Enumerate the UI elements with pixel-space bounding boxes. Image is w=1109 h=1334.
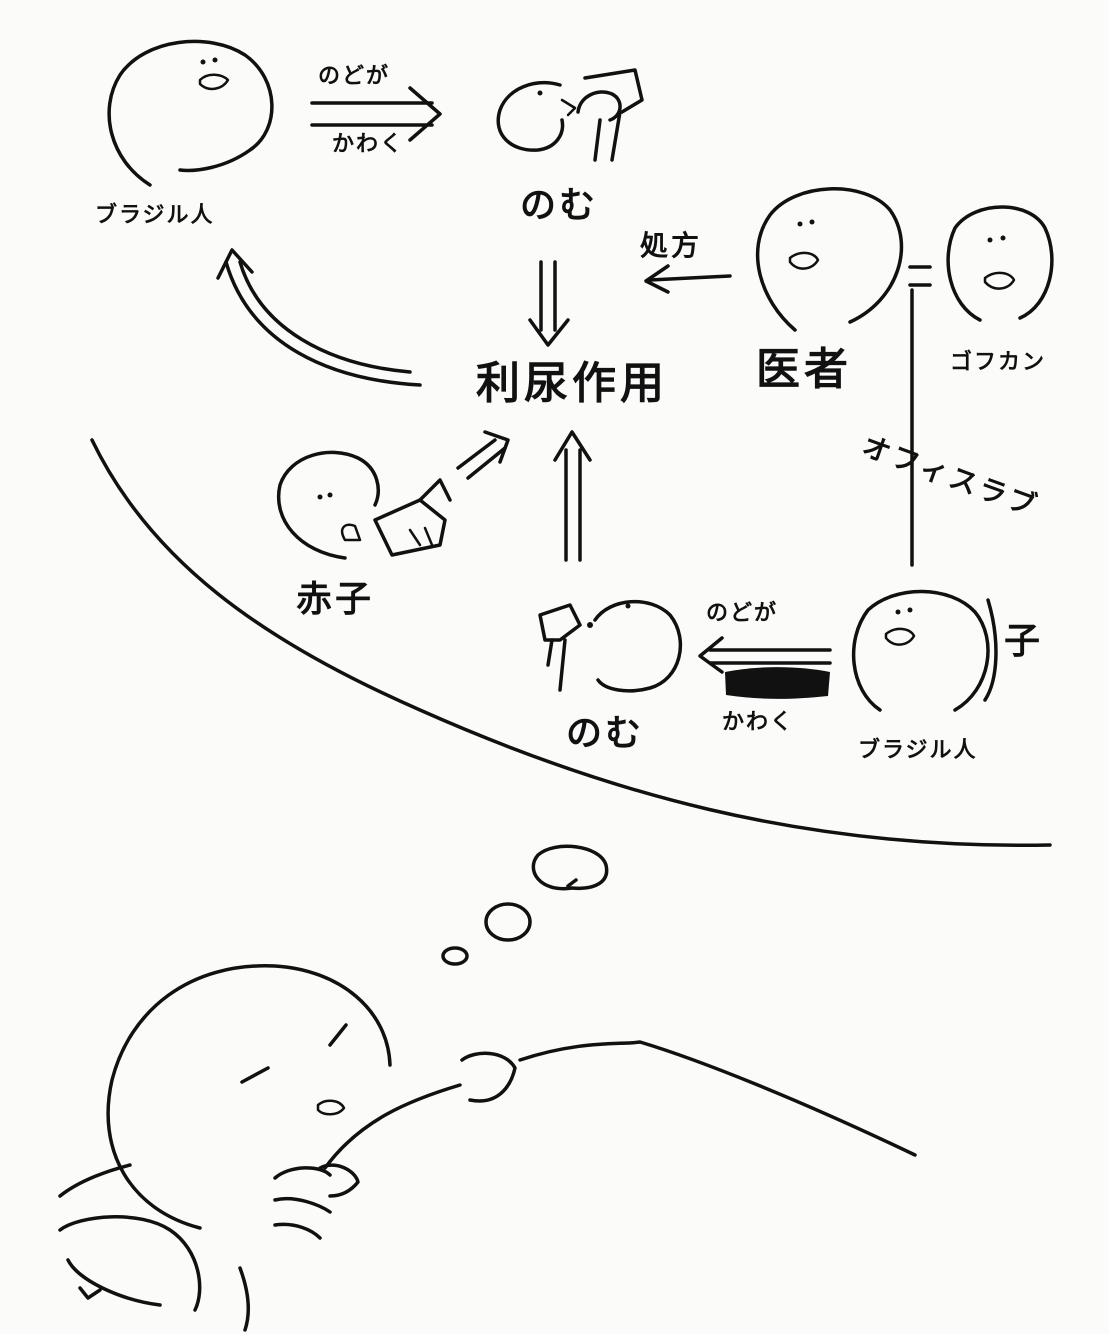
diuretic-label: 利尿作用 bbox=[476, 358, 668, 409]
bottom-arrow-lower-label: かわく bbox=[722, 710, 795, 735]
bottom-person-label: ブラジル人 bbox=[858, 738, 978, 763]
gofukan-head bbox=[946, 205, 1054, 322]
top-person-label: ブラジル人 bbox=[95, 203, 215, 228]
doctor-label: 医者 bbox=[756, 344, 852, 395]
sleeping-figure bbox=[58, 964, 917, 1332]
thought-bubbles bbox=[441, 844, 609, 966]
baby-label: 赤子 bbox=[296, 579, 375, 620]
top-thirst-arrow bbox=[310, 86, 442, 142]
top-drink-label: のむ bbox=[520, 185, 599, 226]
bottom-person-head bbox=[851, 589, 998, 712]
up-arrow-to-diuretic bbox=[553, 430, 592, 562]
top-drink-figure bbox=[496, 68, 644, 162]
gofukan-label: ゴフカン bbox=[950, 350, 1047, 375]
bottom-drink-figure bbox=[538, 600, 683, 693]
top-arrow-upper-label: のどが bbox=[318, 64, 391, 89]
return-arrow bbox=[216, 248, 422, 387]
bottom-arrow-upper-label: のどが bbox=[706, 601, 779, 626]
relation-line bbox=[908, 265, 932, 567]
bottom-drink-label: のむ bbox=[566, 713, 645, 754]
down-arrow-to-diuretic bbox=[528, 260, 570, 347]
top-person-head bbox=[107, 39, 274, 187]
doctor-head bbox=[755, 187, 904, 332]
child-suffix-label: 子 bbox=[1004, 621, 1044, 662]
bottom-thirst-arrow bbox=[698, 636, 832, 699]
separator-curve bbox=[90, 438, 1052, 848]
baby-figure bbox=[276, 450, 452, 560]
prescription-label: 処方 bbox=[640, 229, 703, 262]
baby-arrow bbox=[456, 430, 510, 480]
prescription-arrow bbox=[644, 264, 732, 294]
top-arrow-lower-label: かわく bbox=[332, 132, 405, 157]
